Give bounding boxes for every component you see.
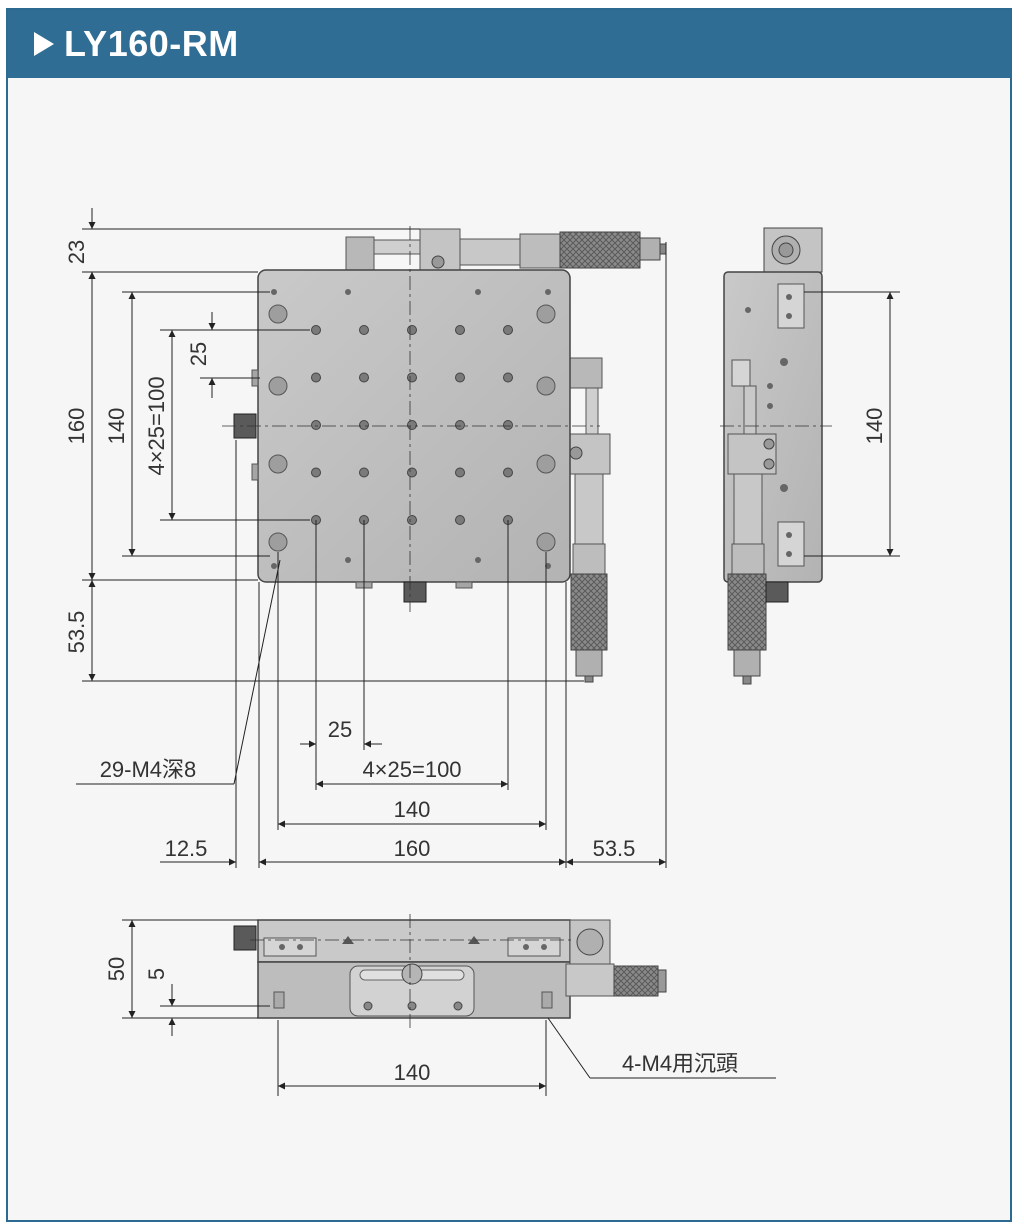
tapped-hole <box>455 420 465 430</box>
callout-4-m4: 4-M4用沉頭 <box>622 1051 738 1076</box>
front-dim-140: 140 <box>394 1060 431 1085</box>
front-dim-50: 50 <box>104 957 129 981</box>
tapped-hole <box>407 372 417 383</box>
dim-25-vertical: 25 <box>186 342 211 366</box>
dim-25-horizontal: 25 <box>328 717 352 742</box>
tapped-hole <box>311 467 321 478</box>
dim-23: 23 <box>64 240 89 264</box>
dim-12-5: 12.5 <box>165 836 208 861</box>
tapped-hole <box>503 372 513 383</box>
tapped-hole <box>407 325 417 335</box>
tapped-hole <box>359 325 369 335</box>
tapped-hole <box>455 515 465 525</box>
tapped-hole <box>503 467 513 478</box>
dim-53-5-horizontal: 53.5 <box>593 836 636 861</box>
side-view: 140 <box>720 227 900 685</box>
tapped-hole <box>407 467 417 478</box>
tapped-hole <box>407 420 417 430</box>
tapped-hole <box>359 372 369 383</box>
dim-160-horizontal: 160 <box>394 836 431 861</box>
tapped-hole <box>455 325 465 335</box>
tapped-hole-grid <box>311 325 513 525</box>
dim-pitch-vertical: 4×25=100 <box>144 376 169 475</box>
right-micrometer <box>565 357 611 683</box>
side-dim-140: 140 <box>862 408 887 445</box>
tapped-hole <box>311 420 321 430</box>
front-view: 50 5 140 4-M4用沉頭 <box>104 914 776 1096</box>
tapped-hole <box>455 467 465 478</box>
tapped-hole <box>503 420 513 430</box>
tapped-hole <box>359 420 369 430</box>
play-arrow-icon <box>34 32 54 56</box>
tapped-hole <box>311 372 321 383</box>
front-dim-5: 5 <box>144 968 169 980</box>
title-bar: LY160-RM <box>8 10 1010 78</box>
tapped-hole <box>503 325 513 335</box>
counterbore-holes <box>268 304 556 552</box>
top-view: 23 160 53.5 140 4×25=100 25 25 4×25=100 … <box>64 208 667 868</box>
dim-160-vertical: 160 <box>64 408 89 445</box>
dim-53-5-vertical: 53.5 <box>64 611 89 654</box>
dim-140-horizontal: 140 <box>394 797 431 822</box>
lock-screw-bottom <box>403 581 427 603</box>
tapped-hole <box>311 325 321 335</box>
callout-29-m4: 29-M4深8 <box>100 757 197 782</box>
tapped-hole <box>407 515 417 525</box>
dim-pitch-horizontal: 4×25=100 <box>362 757 461 782</box>
tapped-hole <box>359 467 369 478</box>
tapped-hole <box>455 372 465 383</box>
top-micrometer <box>345 228 667 274</box>
model-title: LY160-RM <box>64 23 239 64</box>
dim-140-vertical: 140 <box>104 408 129 445</box>
